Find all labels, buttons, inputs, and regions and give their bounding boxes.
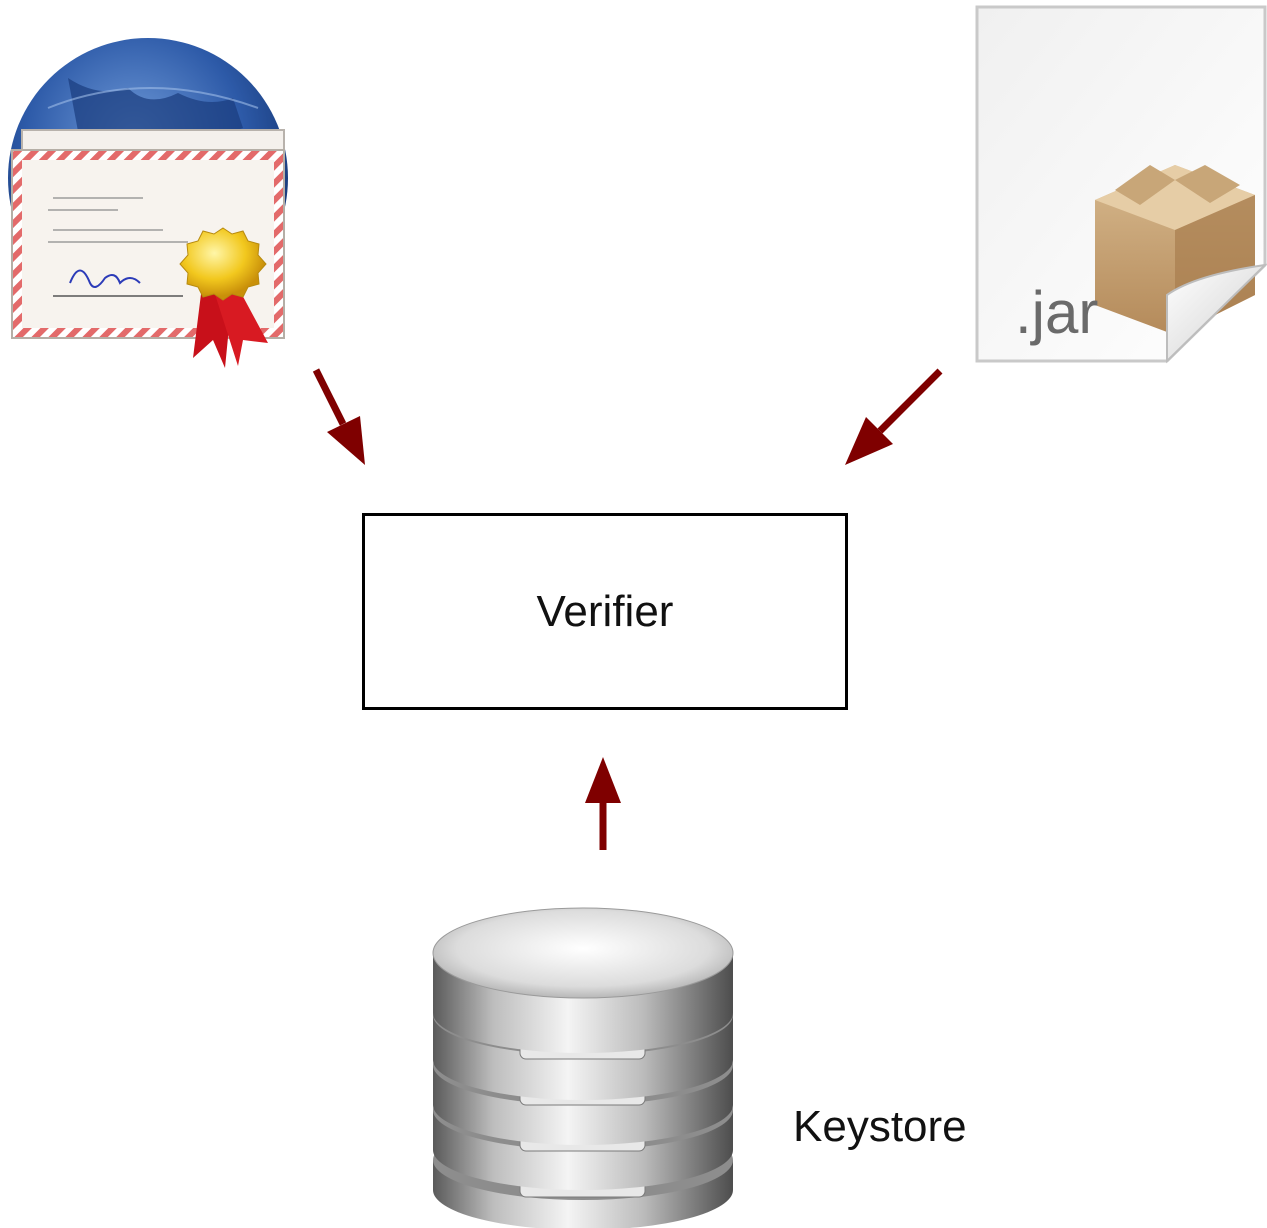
keystore-label: Keystore	[793, 1102, 967, 1151]
arrow-keystore-to-verifier	[585, 757, 621, 850]
arrow-certificate-to-verifier	[312, 368, 365, 465]
verifier-label: Verifier	[536, 586, 674, 636]
arrow-group	[312, 368, 943, 850]
jar-extension-label: .jar	[1015, 279, 1098, 346]
database-icon	[432, 907, 734, 1228]
arrow-jar-to-verifier	[845, 368, 943, 465]
jar-file-icon: .jar	[975, 5, 1267, 364]
verifier-box: Verifier	[362, 513, 848, 710]
certificate-icon	[8, 38, 288, 368]
